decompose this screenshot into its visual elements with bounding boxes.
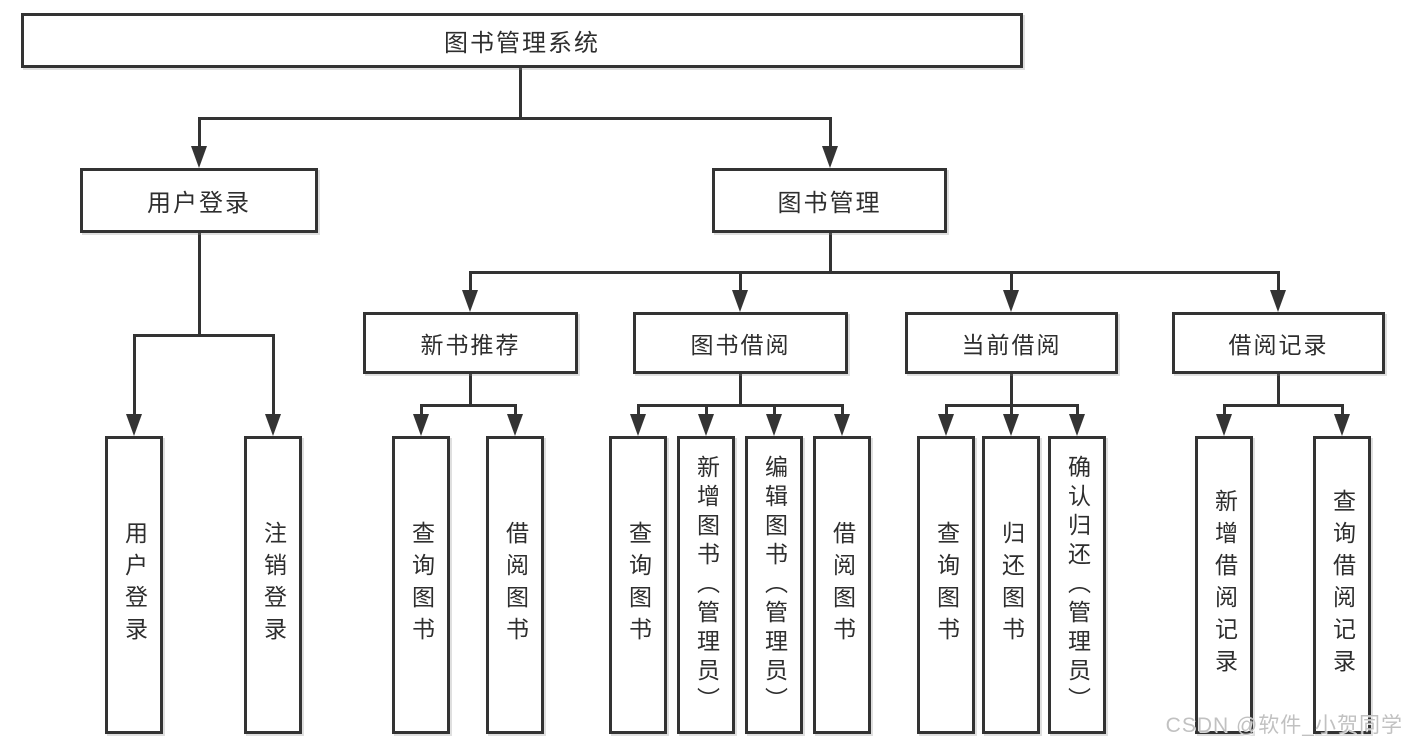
node-leaf-bb-query-label: 查询图书	[625, 521, 652, 649]
arrowhead-cb-confirm	[1069, 414, 1085, 436]
arrowhead-book-mgmt	[822, 146, 838, 168]
connector-stub-new-book-rec	[469, 271, 472, 290]
connector-stub-br-query	[1341, 404, 1344, 414]
connector-stub-cb-confirm	[1076, 404, 1079, 414]
connector-stub-user-login	[198, 117, 201, 146]
connector-book-mgmt-drop	[829, 233, 832, 274]
node-leaf-br-query: 查询借阅记录	[1313, 436, 1371, 734]
node-leaf-cb-query-label: 查询图书	[933, 521, 960, 649]
node-leaf-cb-query: 查询图书	[917, 436, 975, 734]
node-leaf-bb-edit: 编辑图书（管理员）	[745, 436, 803, 734]
node-leaf-bb-add: 新增图书（管理员）	[677, 436, 735, 734]
arrowhead-bb-query	[630, 414, 646, 436]
node-leaf-user-login-label: 用户登录	[121, 521, 148, 649]
arrowhead-cb-return	[1003, 414, 1019, 436]
node-leaf-bb-add-label: 新增图书（管理员）	[693, 454, 720, 716]
connector-nbr-drop	[469, 374, 472, 407]
arrowhead-br-query	[1334, 414, 1350, 436]
connector-stub-ul-login	[133, 334, 136, 414]
connector-bb-bar	[637, 404, 844, 407]
node-leaf-user-login: 用户登录	[105, 436, 163, 734]
node-book-mgmt: 图书管理	[712, 168, 947, 233]
node-book-borrow: 图书借阅	[633, 312, 848, 374]
connector-user-login-bar	[133, 334, 275, 337]
arrowhead-cb-query	[938, 414, 954, 436]
connector-stub-bb-add	[705, 404, 708, 414]
arrowhead-ul-login	[126, 414, 142, 436]
node-leaf-br-add-label: 新增借阅记录	[1211, 489, 1238, 681]
arrowhead-borrow-record	[1270, 290, 1286, 312]
arrowhead-ul-logout	[265, 414, 281, 436]
node-user-login: 用户登录	[80, 168, 318, 233]
node-leaf-nbr-query: 查询图书	[392, 436, 450, 734]
node-root-label: 图书管理系统	[444, 30, 600, 57]
arrowhead-new-book-rec	[462, 290, 478, 312]
connector-stub-cb-return	[1010, 404, 1013, 414]
node-leaf-bb-query: 查询图书	[609, 436, 667, 734]
arrowhead-bb-edit	[766, 414, 782, 436]
arrowhead-user-login	[191, 146, 207, 168]
node-leaf-br-add: 新增借阅记录	[1195, 436, 1253, 734]
node-leaf-logout: 注销登录	[244, 436, 302, 734]
connector-stub-bb-borrow	[841, 404, 844, 414]
node-root: 图书管理系统	[21, 13, 1023, 68]
connector-stub-nbr-query	[420, 404, 423, 414]
connector-stub-current-borrow	[1010, 271, 1013, 290]
connector-br-bar	[1223, 404, 1344, 407]
node-leaf-br-query-label: 查询借阅记录	[1329, 489, 1356, 681]
node-borrow-record-label: 借阅记录	[1228, 332, 1329, 358]
connector-stub-br-add	[1223, 404, 1226, 414]
node-leaf-bb-borrow: 借阅图书	[813, 436, 871, 734]
connector-bb-drop	[739, 374, 742, 407]
node-new-book-rec-label: 新书推荐	[420, 332, 521, 358]
arrowhead-bb-borrow	[834, 414, 850, 436]
connector-stub-cb-query	[945, 404, 948, 414]
connector-stub-bb-edit	[773, 404, 776, 414]
arrowhead-book-borrow	[732, 290, 748, 312]
arrowhead-nbr-query	[413, 414, 429, 436]
node-user-login-label: 用户登录	[147, 190, 251, 217]
node-borrow-record: 借阅记录	[1172, 312, 1385, 374]
node-current-borrow: 当前借阅	[905, 312, 1118, 374]
node-leaf-nbr-borrow: 借阅图书	[486, 436, 544, 734]
connector-stub-bb-query	[637, 404, 640, 414]
arrowhead-nbr-borrow	[507, 414, 523, 436]
connector-stub-book-mgmt	[829, 117, 832, 146]
connector-br-drop	[1277, 374, 1280, 407]
connector-level3-bar	[469, 271, 1280, 274]
arrowhead-br-add	[1216, 414, 1232, 436]
arrowhead-bb-add	[698, 414, 714, 436]
node-leaf-cb-confirm-label: 确认归还（管理员）	[1064, 454, 1091, 716]
node-leaf-nbr-borrow-label: 借阅图书	[502, 521, 529, 649]
node-leaf-logout-label: 注销登录	[260, 521, 287, 649]
connector-root-drop	[519, 68, 522, 120]
connector-level1-bar	[198, 117, 832, 120]
connector-stub-book-borrow	[739, 271, 742, 290]
node-leaf-cb-return-label: 归还图书	[998, 521, 1025, 649]
connector-stub-nbr-borrow	[514, 404, 517, 414]
connector-user-login-drop	[198, 233, 201, 335]
connector-nbr-bar	[420, 404, 517, 407]
node-leaf-nbr-query-label: 查询图书	[408, 521, 435, 649]
node-leaf-cb-return: 归还图书	[982, 436, 1040, 734]
node-leaf-bb-borrow-label: 借阅图书	[829, 521, 856, 649]
node-leaf-cb-confirm: 确认归还（管理员）	[1048, 436, 1106, 734]
node-book-borrow-label: 图书借阅	[690, 332, 791, 358]
connector-stub-borrow-record	[1277, 271, 1280, 290]
arrowhead-current-borrow	[1003, 290, 1019, 312]
csdn-watermark: CSDN @软件_小贺同学	[1165, 714, 1403, 737]
connector-stub-ul-logout	[272, 334, 275, 414]
node-book-mgmt-label: 图书管理	[777, 190, 882, 217]
node-leaf-bb-edit-label: 编辑图书（管理员）	[761, 454, 788, 716]
node-current-borrow-label: 当前借阅	[961, 332, 1062, 358]
node-new-book-rec: 新书推荐	[363, 312, 578, 374]
connector-cb-drop	[1010, 374, 1013, 407]
